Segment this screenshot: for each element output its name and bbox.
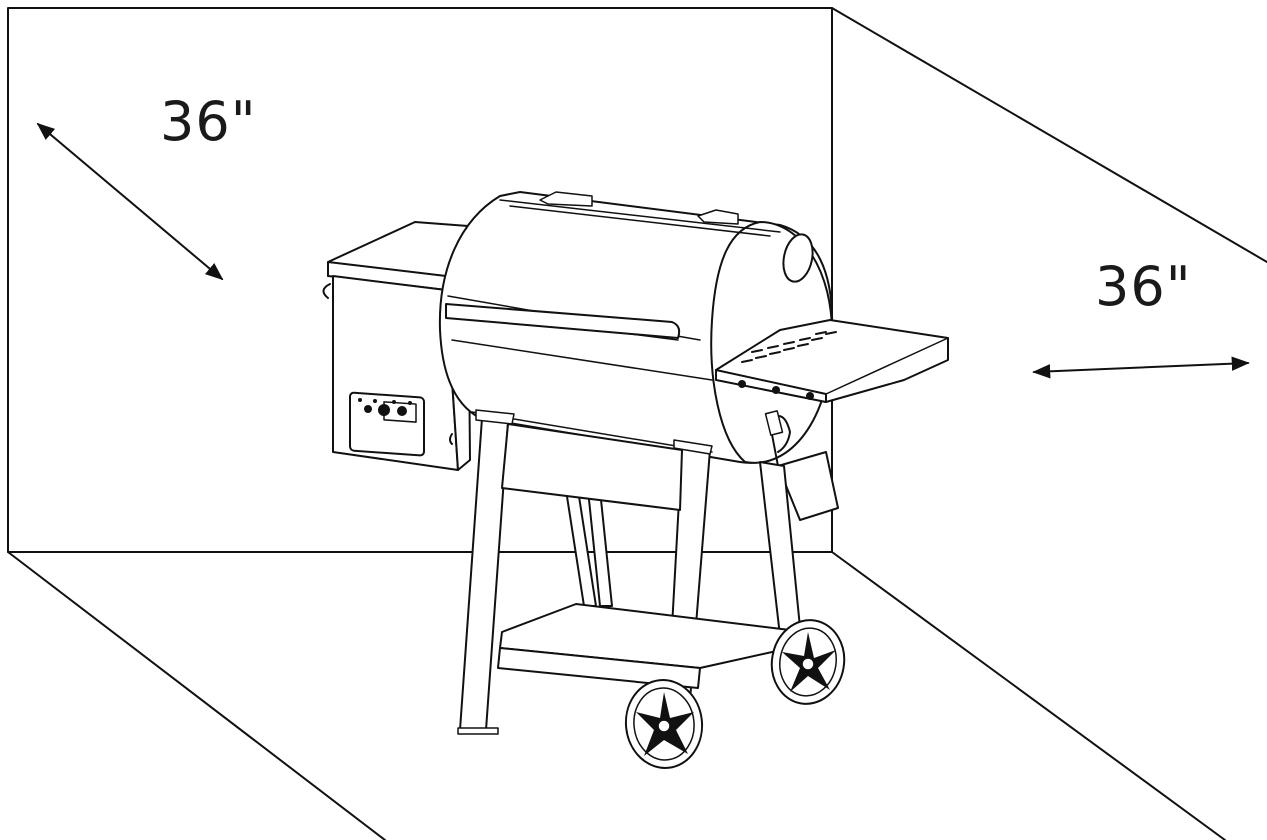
room-outline xyxy=(7,7,1267,840)
side-wall-top-edge xyxy=(831,7,1267,263)
wheel-rear xyxy=(770,619,846,705)
back-clearance-label: 36" xyxy=(160,90,257,153)
side-clearance: 36" xyxy=(1032,255,1250,379)
pellet-grill xyxy=(322,191,949,769)
side-shelf xyxy=(715,319,949,403)
side-wall-floor-edge xyxy=(831,551,1226,840)
back-clearance: 36" xyxy=(36,90,257,281)
grease-bucket xyxy=(764,410,839,521)
frame-brace xyxy=(501,423,683,511)
back-clearance-arrow xyxy=(36,122,224,281)
side-clearance-label: 36" xyxy=(1095,255,1192,318)
shelf-vents xyxy=(741,331,837,363)
floor-left-edge xyxy=(7,551,386,840)
side-clearance-arrow xyxy=(1032,356,1250,379)
rear-legs xyxy=(565,489,613,607)
wheel-front xyxy=(624,679,704,769)
control-panel xyxy=(349,391,425,457)
bottom-shelf xyxy=(497,603,791,689)
